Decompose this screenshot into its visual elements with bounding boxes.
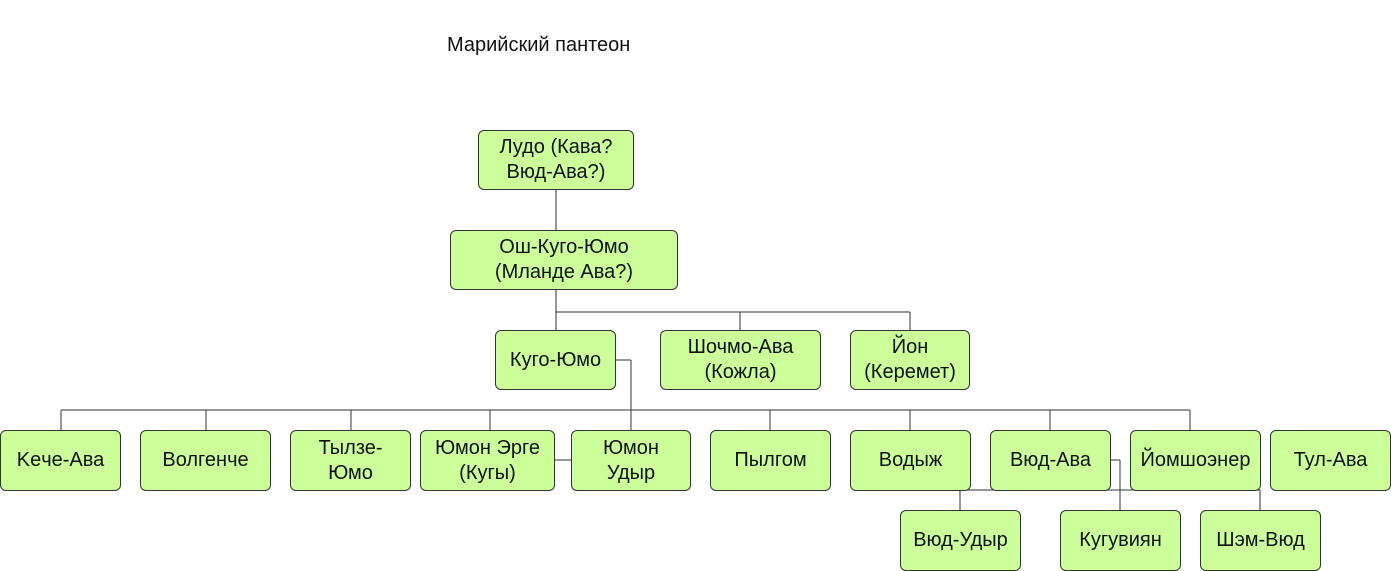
node-kuguviyan: Кугувиян — [1060, 510, 1181, 571]
node-kugo-yumo: Куго-Юмо — [495, 330, 616, 390]
node-shochmo-ava: Шочмо-Ава (Кожла) — [660, 330, 821, 390]
node-keche-ava: Keче-Ава — [0, 430, 121, 491]
node-pylgom: Пылгом — [710, 430, 831, 491]
node-vyud-udyr: Вюд-Удыр — [900, 510, 1021, 571]
node-shem-vyud: Шэм-Вюд — [1200, 510, 1321, 571]
node-volgenche: Волгенче — [140, 430, 271, 491]
node-yumon-erge: Юмон Эрге (Кугы) — [420, 430, 555, 491]
node-yumon-udyr: Юмон Удыр — [571, 430, 691, 491]
diagram-title: Марийский пантеон — [447, 34, 631, 56]
node-tul-ava: Тул-Ава — [1270, 430, 1391, 491]
node-osh-kugo-yumo: Ош-Куго-Юмо (Мланде Ава?) — [450, 230, 678, 290]
node-vyud-ava: Вюд-Ава — [990, 430, 1111, 491]
node-tylze-yumo: Тылзе- Юмо — [290, 430, 411, 491]
node-yomshoener: Йомшоэнер — [1130, 430, 1261, 491]
node-yon: Йон (Керемет) — [850, 330, 970, 390]
node-vodyzh: Водыж — [850, 430, 971, 491]
node-ludo: Лудо (Кава? Вюд-Ава?) — [478, 130, 634, 190]
